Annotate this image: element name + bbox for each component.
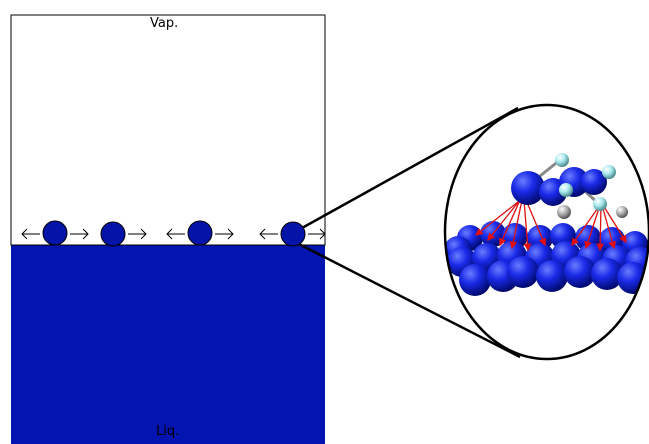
left-arrow-icon	[259, 228, 278, 240]
vapor-region	[10, 14, 326, 246]
right-arrow-icon	[128, 228, 147, 240]
right-arrow-icon	[308, 228, 326, 240]
zoom-line-bottom	[292, 239, 521, 359]
molecular-render	[445, 153, 649, 296]
molecule-1	[42, 220, 68, 246]
molecule-3	[187, 220, 213, 246]
adsorbed-molecule	[511, 153, 628, 219]
right-arrow-icon	[215, 228, 234, 240]
liquid-label: Liq.	[156, 424, 180, 439]
molecule-2	[100, 221, 126, 247]
vapor-label: Vap.	[150, 16, 179, 31]
liquid-region	[11, 245, 325, 444]
interaction-arrows	[474, 199, 627, 252]
left-arrow-icon	[166, 228, 185, 240]
right-arrow-icon	[70, 228, 89, 240]
left-arrow-icon	[21, 228, 40, 240]
molecule-4	[280, 221, 306, 247]
zoom-inset-outline	[443, 103, 649, 361]
surface-molecules	[42, 220, 306, 247]
zoom-inset	[443, 103, 649, 361]
zoom-line-top	[292, 106, 519, 235]
motion-arrows	[21, 228, 326, 240]
